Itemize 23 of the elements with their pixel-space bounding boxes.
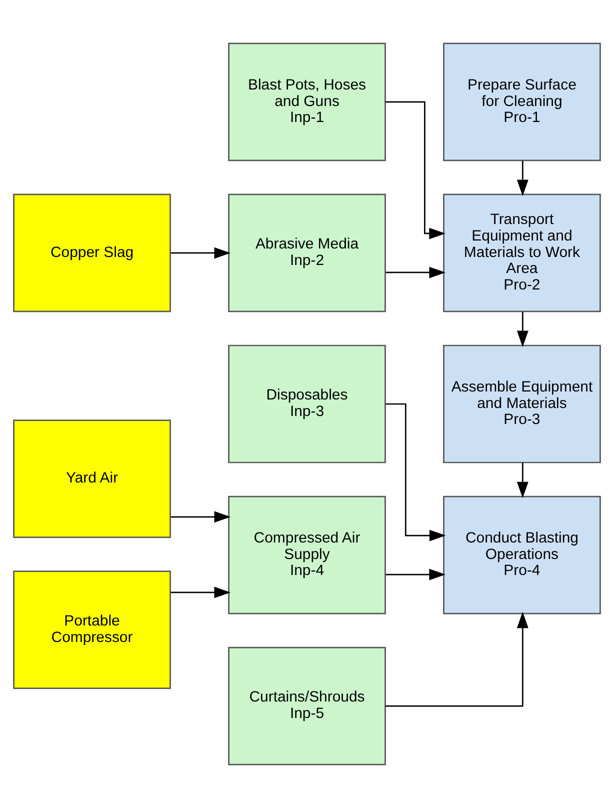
node-box: Yard Air xyxy=(13,420,171,538)
arrow xyxy=(170,586,231,598)
arrow xyxy=(170,247,231,259)
arrow xyxy=(386,101,446,240)
node-box: Compressed Air Supply Inp-4 xyxy=(228,496,386,614)
node-box: Disposables Inp-3 xyxy=(228,344,386,464)
node-box: Assemble Equipment and Materials Pro-3 xyxy=(443,344,601,464)
node-box: Blast Pots, Hoses and Guns Inp-1 xyxy=(228,42,386,162)
arrow xyxy=(516,462,528,498)
arrow xyxy=(386,568,446,580)
arrow xyxy=(386,403,446,542)
arrow xyxy=(386,266,446,278)
node-box: Transport Equipment and Materials to Work Area Pro-2 xyxy=(443,194,601,312)
arrow xyxy=(170,511,231,523)
node-box: Prepare Surface for Cleaning Pro-1 xyxy=(443,42,601,162)
node-box: Conduct Blasting Operations Pro-4 xyxy=(443,496,601,614)
arrow xyxy=(516,312,528,348)
node-box: Abrasive Media Inp-2 xyxy=(228,194,386,312)
node-box: Copper Slag xyxy=(13,194,171,312)
node-box: Curtains/Shrouds Inp-5 xyxy=(228,646,386,766)
node-box: Portable Compressor xyxy=(13,570,171,690)
arrow xyxy=(516,160,528,196)
arrow xyxy=(385,612,528,707)
